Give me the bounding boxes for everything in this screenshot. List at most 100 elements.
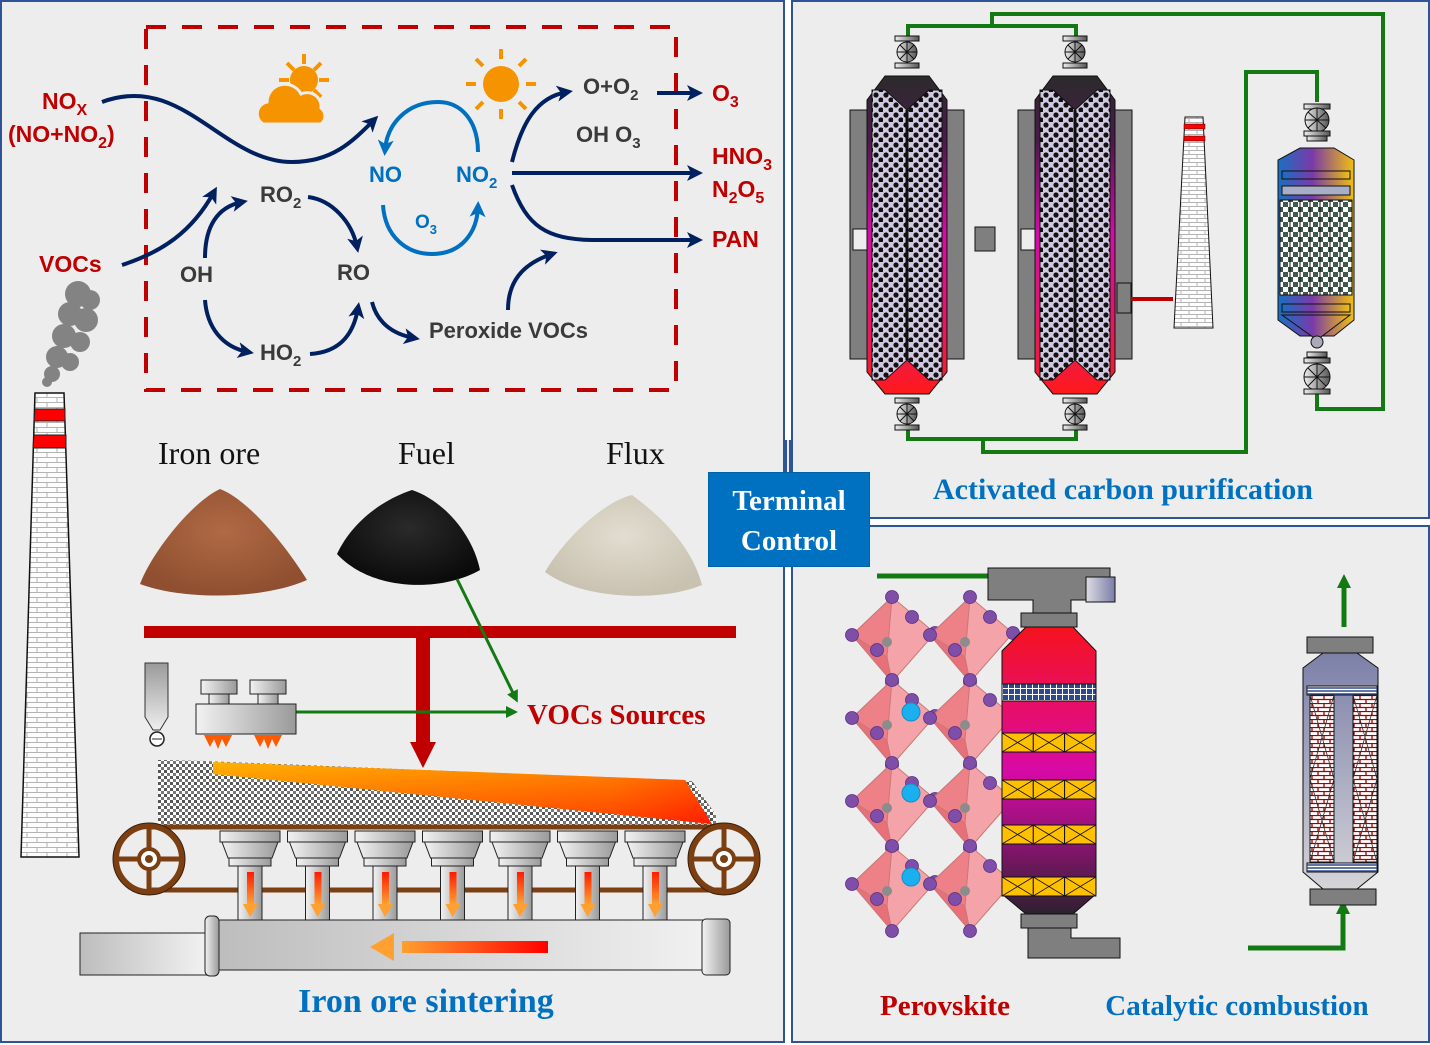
valve-icon bbox=[894, 397, 920, 431]
no2-to-pan-arrow bbox=[510, 184, 703, 248]
oxygen-atom bbox=[845, 628, 859, 642]
stack-icon bbox=[1173, 116, 1214, 329]
b-site-atom bbox=[960, 637, 970, 647]
sun-behind-cloud-icon bbox=[255, 54, 329, 126]
down-flow-arrow bbox=[517, 872, 524, 904]
b-site-atom bbox=[882, 803, 892, 813]
down-flow-arrow bbox=[314, 872, 322, 904]
oh-to-ro2-arrow bbox=[203, 196, 248, 259]
catalytic-combustion-panel: Perovskite Catalytic combustion bbox=[791, 525, 1430, 1043]
oxygen-atom bbox=[870, 726, 884, 740]
a-site-atom bbox=[901, 783, 921, 803]
terminal-control-line2: Control bbox=[740, 525, 838, 557]
a-site-atom bbox=[901, 702, 921, 722]
oxygen-atom bbox=[923, 711, 937, 725]
valve-icon bbox=[1062, 397, 1088, 431]
ro2-label: RO2 bbox=[260, 182, 301, 212]
smoke-icon bbox=[42, 281, 100, 387]
oxygen-atom bbox=[845, 711, 859, 725]
valve-icon bbox=[1303, 103, 1331, 142]
ro-label: RO bbox=[337, 260, 370, 285]
no2-to-no-arrow bbox=[377, 99, 480, 156]
pipe-flange-left bbox=[204, 915, 220, 977]
valve-icon bbox=[894, 35, 920, 69]
valve-icon bbox=[1062, 35, 1088, 69]
nox-cycle-o3-label: O3 bbox=[415, 212, 437, 237]
catalyst-layer bbox=[1001, 876, 1097, 897]
nox-components-label: (NO+NO2) bbox=[8, 121, 115, 152]
oxygen-atom bbox=[963, 590, 977, 604]
octahedron bbox=[923, 839, 1020, 938]
down-flow-arrow bbox=[652, 872, 659, 904]
conveyor-wheel-left bbox=[112, 822, 186, 896]
oxygen-atom bbox=[885, 924, 899, 938]
nox-inflow-arrow bbox=[101, 93, 379, 165]
chimney-icon bbox=[20, 392, 80, 858]
wind-box bbox=[624, 830, 686, 921]
oxygen-atom bbox=[845, 877, 859, 891]
wind-box bbox=[557, 830, 618, 921]
wind-box bbox=[354, 830, 416, 921]
pipe-cap-right bbox=[701, 918, 731, 976]
left-panel-canvas: NOX (NO+NO2) VOCs RO2 RO OH HO2 Peroxide… bbox=[8, 25, 772, 1020]
feed-stem bbox=[416, 632, 430, 742]
panel-connector bbox=[785, 440, 791, 476]
ho2-to-ro-arrow bbox=[309, 302, 365, 356]
oxygen-atom bbox=[983, 693, 997, 707]
peroxide-vocs-label: Peroxide VOCs bbox=[429, 318, 588, 343]
reaction-zone-boundary bbox=[144, 25, 678, 392]
regeneration-vessel bbox=[1277, 103, 1355, 395]
feed-arrowhead bbox=[410, 742, 436, 768]
valve-icon bbox=[1303, 351, 1331, 395]
catalytic-combustion-title: Catalytic combustion bbox=[1105, 990, 1368, 1022]
wind-box bbox=[287, 830, 348, 921]
atmosphere-sintering-panel: NOX (NO+NO2) VOCs RO2 RO OH HO2 Peroxide… bbox=[0, 0, 785, 1043]
no-to-no2-arrow bbox=[381, 201, 486, 257]
flue-duct bbox=[79, 932, 209, 976]
b-site-atom bbox=[882, 886, 892, 896]
down-flow-arrow bbox=[247, 872, 254, 904]
ho2-label: HO2 bbox=[260, 340, 301, 370]
flux-label: Flux bbox=[606, 435, 665, 471]
b-site-atom bbox=[960, 720, 970, 730]
oxygen-atom bbox=[948, 726, 962, 740]
activated-carbon-panel: Activated carbon purification bbox=[791, 0, 1430, 519]
iron-ore-label: Iron ore bbox=[158, 435, 260, 471]
oxygen-atom bbox=[983, 610, 997, 624]
oxygen-atom bbox=[963, 756, 977, 770]
adsorber-column bbox=[849, 35, 965, 431]
adsorbers bbox=[849, 35, 1133, 431]
oxygen-atom bbox=[905, 610, 919, 624]
wind-box bbox=[422, 830, 483, 921]
perovskite-structure bbox=[845, 590, 1020, 938]
octahedron bbox=[923, 756, 1020, 855]
igniter-icon bbox=[195, 679, 297, 749]
oxygen-atom bbox=[983, 859, 997, 873]
oxygen-atom bbox=[963, 673, 977, 687]
b-site-atom bbox=[882, 720, 892, 730]
oxygen-atom bbox=[963, 924, 977, 938]
hopper-icon bbox=[144, 662, 169, 747]
flux-pile bbox=[545, 495, 702, 596]
wind-box bbox=[489, 830, 551, 921]
b-site-atom bbox=[882, 637, 892, 647]
feed-bar bbox=[144, 626, 736, 638]
oh-o3-label: OH O3 bbox=[576, 122, 641, 152]
catalytic-combustion-canvas: Perovskite Catalytic combustion bbox=[845, 567, 1379, 1022]
sun-icon bbox=[466, 49, 536, 119]
no2-to-o-arrow bbox=[510, 85, 573, 163]
oxygen-atom bbox=[885, 839, 899, 853]
oxygen-atom bbox=[923, 794, 937, 808]
combustion-chamber bbox=[1302, 636, 1379, 906]
product-n2o5-label: N2O5 bbox=[712, 176, 764, 207]
oxygen-atom bbox=[963, 839, 977, 853]
b-site-atom bbox=[960, 803, 970, 813]
perovskite-label: Perovskite bbox=[880, 990, 1010, 1022]
down-flow-arrow bbox=[584, 872, 592, 904]
fuel-label: Fuel bbox=[398, 435, 455, 471]
no-label: NO bbox=[369, 162, 402, 187]
vocs-sources-label: VOCs Sources bbox=[527, 699, 706, 731]
oxygen-atom bbox=[983, 776, 997, 790]
oxygen-atom bbox=[923, 877, 937, 891]
oxygen-atom bbox=[870, 809, 884, 823]
